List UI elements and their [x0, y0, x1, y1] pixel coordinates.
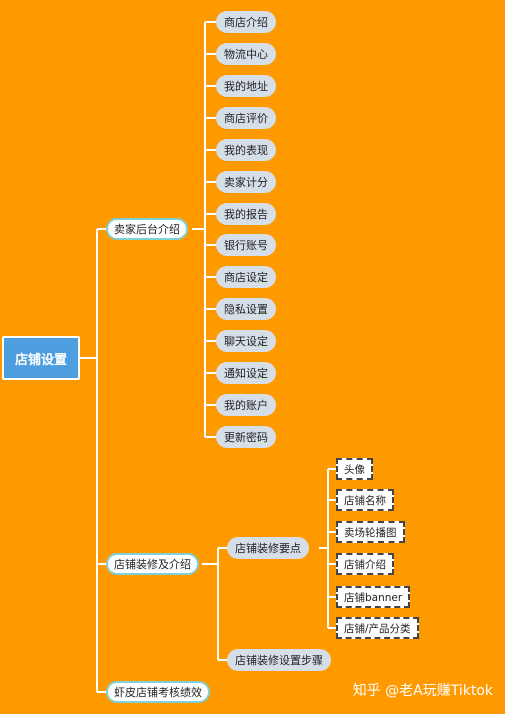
leaf-my-performance[interactable]: 我的表现: [216, 139, 276, 161]
leaf-product-category[interactable]: 店铺/产品分类: [336, 617, 419, 639]
leaf-my-account[interactable]: 我的账户: [216, 394, 276, 416]
leaf-carousel[interactable]: 卖场轮播图: [336, 521, 405, 543]
leaf-store-name[interactable]: 店铺名称: [336, 489, 394, 511]
leaf-store-introduction[interactable]: 店铺介绍: [336, 553, 394, 575]
branch-store-decoration[interactable]: 店铺装修及介绍: [106, 553, 199, 575]
leaf-seller-points[interactable]: 卖家计分: [216, 171, 276, 193]
leaf-chat-settings[interactable]: 聊天设定: [216, 330, 276, 352]
leaf-privacy-settings[interactable]: 隐私设置: [216, 298, 276, 320]
leaf-my-report[interactable]: 我的报告: [216, 203, 276, 225]
leaf-store-banner[interactable]: 店铺banner: [336, 586, 411, 608]
node-decoration-key-points[interactable]: 店铺装修要点: [227, 537, 309, 559]
leaf-logistics-center[interactable]: 物流中心: [216, 43, 276, 65]
leaf-my-address[interactable]: 我的地址: [216, 75, 276, 97]
root-node[interactable]: 店铺设置: [2, 336, 80, 380]
leaf-bank-account[interactable]: 银行账号: [216, 234, 276, 256]
leaf-store-settings[interactable]: 商店设定: [216, 266, 276, 288]
leaf-avatar[interactable]: 头像: [336, 458, 373, 480]
branch-shopee-kpi[interactable]: 虾皮店铺考核绩效: [106, 681, 210, 703]
leaf-update-password[interactable]: 更新密码: [216, 426, 276, 448]
leaf-notification-settings[interactable]: 通知设定: [216, 362, 276, 384]
leaf-store-intro[interactable]: 商店介绍: [216, 11, 276, 33]
watermark: 知乎 @老A玩赚Tiktok: [352, 683, 493, 699]
node-decoration-steps[interactable]: 店铺装修设置步骤: [227, 649, 331, 671]
leaf-store-rating[interactable]: 商店评价: [216, 107, 276, 129]
branch-seller-backend[interactable]: 卖家后台介绍: [106, 218, 188, 240]
